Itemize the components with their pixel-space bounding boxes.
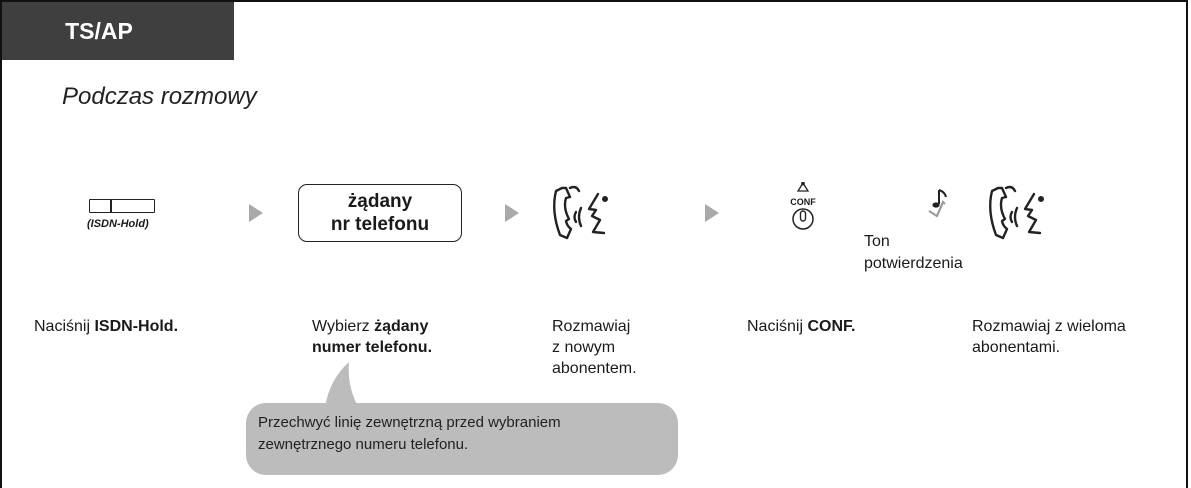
step-isdn-text: Naciśnij ISDN-Hold. <box>34 318 179 335</box>
arrow-2-icon <box>505 204 519 222</box>
dial-box-line2: nr telefonu <box>330 214 430 235</box>
dial-number-box: żądany nr telefonu <box>298 184 462 242</box>
subtitle: Podczas rozmowy <box>62 83 257 110</box>
isdn-key-caption: (ISDN-Hold) <box>87 218 149 230</box>
conf-button-icon <box>792 208 814 230</box>
step-talk-many-text: Rozmawiaj z wieloma abonentami. <box>972 318 1126 356</box>
arrow-1-icon <box>249 204 263 222</box>
conf-button-label: CONF <box>790 197 816 207</box>
callout-tail <box>325 362 359 408</box>
step-talk-new-text: Rozmawiaj z nowym abonentem. <box>552 318 637 377</box>
step-dial-text: Wybierz żądany numer telefonu. <box>312 318 433 356</box>
arrow-3-icon <box>705 204 719 222</box>
handset-talk-icon <box>553 185 609 240</box>
conf-people-icon <box>796 182 810 192</box>
dial-box-line1: żądany <box>347 191 413 212</box>
step-conf-text: Naciśnij CONF. <box>747 318 856 335</box>
tone-label: Ton potwierdzenia <box>864 233 963 272</box>
mode-tab: TS/AP <box>2 2 234 60</box>
handset-talk-icon <box>989 185 1045 240</box>
callout-note: Przechwyć linię zewnętrzną przed wybrani… <box>246 403 678 475</box>
isdn-key-icon <box>89 199 155 213</box>
music-note-icon <box>928 189 947 218</box>
